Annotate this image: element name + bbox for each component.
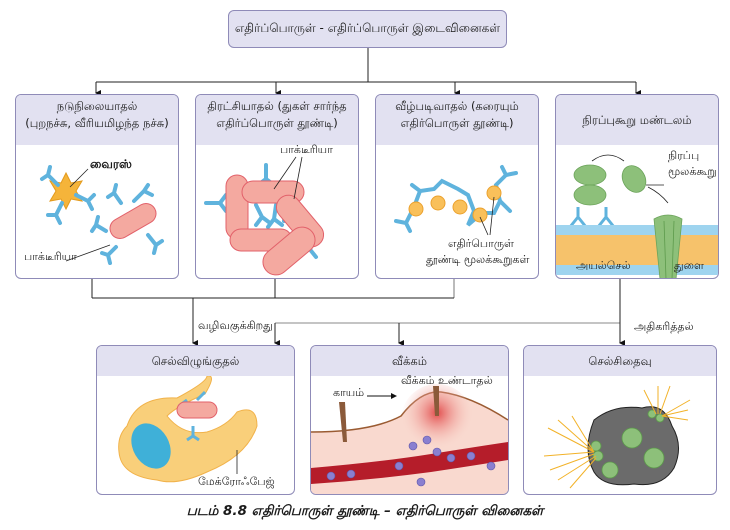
bacteria-icon (109, 203, 157, 239)
neutralization-header: நடுநிலையாதல் (புறநச்சு, வீரியமிழந்த நச்ச… (16, 95, 178, 145)
wound-arrow-icon (367, 393, 397, 399)
complement-label-line1: நிரப்பு (668, 149, 700, 162)
agglutination-box: திரட்சியாதல் (துகள் சார்ந்த எதிர்ப்பொருள… (195, 94, 359, 279)
agglutination-subtitle: எதிர்ப்பொருள் தூண்டி) (216, 116, 338, 130)
complement-illustration (556, 154, 718, 278)
inflammation-illustration (311, 384, 508, 494)
pore-icon (653, 214, 683, 278)
agglutination-header: திரட்சியாதல் (துகள் சார்ந்த எதிர்ப்பொருள… (196, 95, 358, 145)
virus-label: வைரஸ் (90, 157, 132, 171)
diagram-title-box: எதிர்ப்பொருள் - எதிர்ப்பொருள் இடைவினைகள் (228, 10, 507, 48)
cell-lysis-illustration (543, 385, 691, 489)
wound-label: காயம் (333, 386, 365, 399)
neutralization-box: நடுநிலையாதல் (புறநச்சு, வீரியமிழந்த நச்ச… (15, 94, 179, 279)
precipitation-title: வீழ்படிவாதல் (கரையும் (395, 99, 519, 113)
precipitation-box: வீழ்படிவாதல் (கரையும் எதிர்பொருள் தூண்டி… (375, 94, 539, 279)
antigen-label-line2: தூண்டி மூலக்கூறுகள் (426, 253, 530, 266)
agglutination-illustration (204, 156, 325, 276)
membrane-phospholipid-heads (556, 225, 718, 275)
inflammation-area (401, 384, 473, 456)
bacteria-icon (176, 401, 218, 419)
complement-header: நிரப்புகூறு மண்டலம் (556, 95, 718, 145)
blood-vessel (311, 442, 508, 484)
phagocytosis-box: செல்விழுங்குதல் மேக்ரோஃபேஜ் (96, 345, 295, 495)
precipitation-subtitle: எதிர்பொருள் தூண்டி) (400, 116, 514, 130)
bacteria-cluster-icon (225, 174, 325, 276)
neutralization-title: நடுநிலையாதல் (56, 99, 138, 113)
complement-pore-icon (590, 409, 665, 479)
phagocytosis-header: செல்விழுங்குதல் (97, 346, 294, 376)
figure-caption: படம் 8.8 எதிர்பொருள் தூண்டி – எதிர்பொருள… (186, 503, 544, 519)
antigen-label-line1: எதிர்பொருள் (448, 237, 514, 250)
inflammation-label: வீக்கம் உண்டாதல் (401, 374, 493, 387)
phagocytosis-title: செல்விழுங்குதல் (151, 353, 240, 368)
agglutination-title: திரட்சியாதல் (துகள் சார்ந்த (207, 99, 347, 113)
nucleus-icon (131, 423, 171, 469)
enhances-label: அதிகரித்தல் (634, 320, 694, 333)
virus-icon (49, 171, 83, 211)
complement-molecule-icon (573, 164, 647, 206)
neutralization-subtitle: (புறநச்சு, வீரியமிழந்த நச்சு) (25, 116, 169, 130)
complement-title: நிரப்புகூறு மண்டலம் (582, 112, 692, 127)
immune-cell-icon (326, 435, 496, 487)
antibody-icon (40, 165, 164, 265)
cell-lysis-title: செல்சிதைவு (588, 353, 652, 368)
content-leak-arrows (543, 385, 691, 489)
precipitation-header: வீழ்படிவாதல் (கரையும் எதிர்பொருள் தூண்டி… (376, 95, 538, 145)
diagram-title: எதிர்ப்பொருள் - எதிர்ப்பொருள் இடைவினைகள் (234, 21, 501, 35)
leads-to-label: வழிவகுக்கிறது (198, 319, 273, 332)
foreign-cell-label: அயல்செல் (576, 259, 631, 272)
wound-icon (339, 402, 347, 442)
neutralization-illustration (40, 165, 164, 265)
complement-box: நிரப்புகூறு மண்டலம் நிரப்பு மூலக்கூறு அய… (555, 94, 719, 279)
inflammation-box: வீக்கம் காயம் வீக்கம் உண்டாதல் (310, 345, 509, 495)
cell-lysis-header: செல்சிதைவு (524, 346, 716, 376)
cell-lysis-box: செல்சிதைவு (523, 345, 717, 495)
antibody-icon (568, 207, 616, 228)
inflammation-header: வீக்கம் (311, 346, 508, 376)
phagocytosis-illustration (118, 376, 258, 483)
inflammation-title: வீக்கம் (392, 353, 427, 368)
complement-label-line2: மூலக்கூறு (668, 165, 717, 178)
pore-label: துளை (674, 259, 704, 272)
macrophage-label: மேக்ரோஃபேஜ் (198, 475, 275, 488)
bacteria-label: பாக்டீரியா (24, 250, 77, 263)
precipitation-illustration (394, 165, 518, 236)
antigen-molecule-icon (408, 185, 502, 223)
bacteria-label: பாக்டீரியா (280, 143, 333, 156)
